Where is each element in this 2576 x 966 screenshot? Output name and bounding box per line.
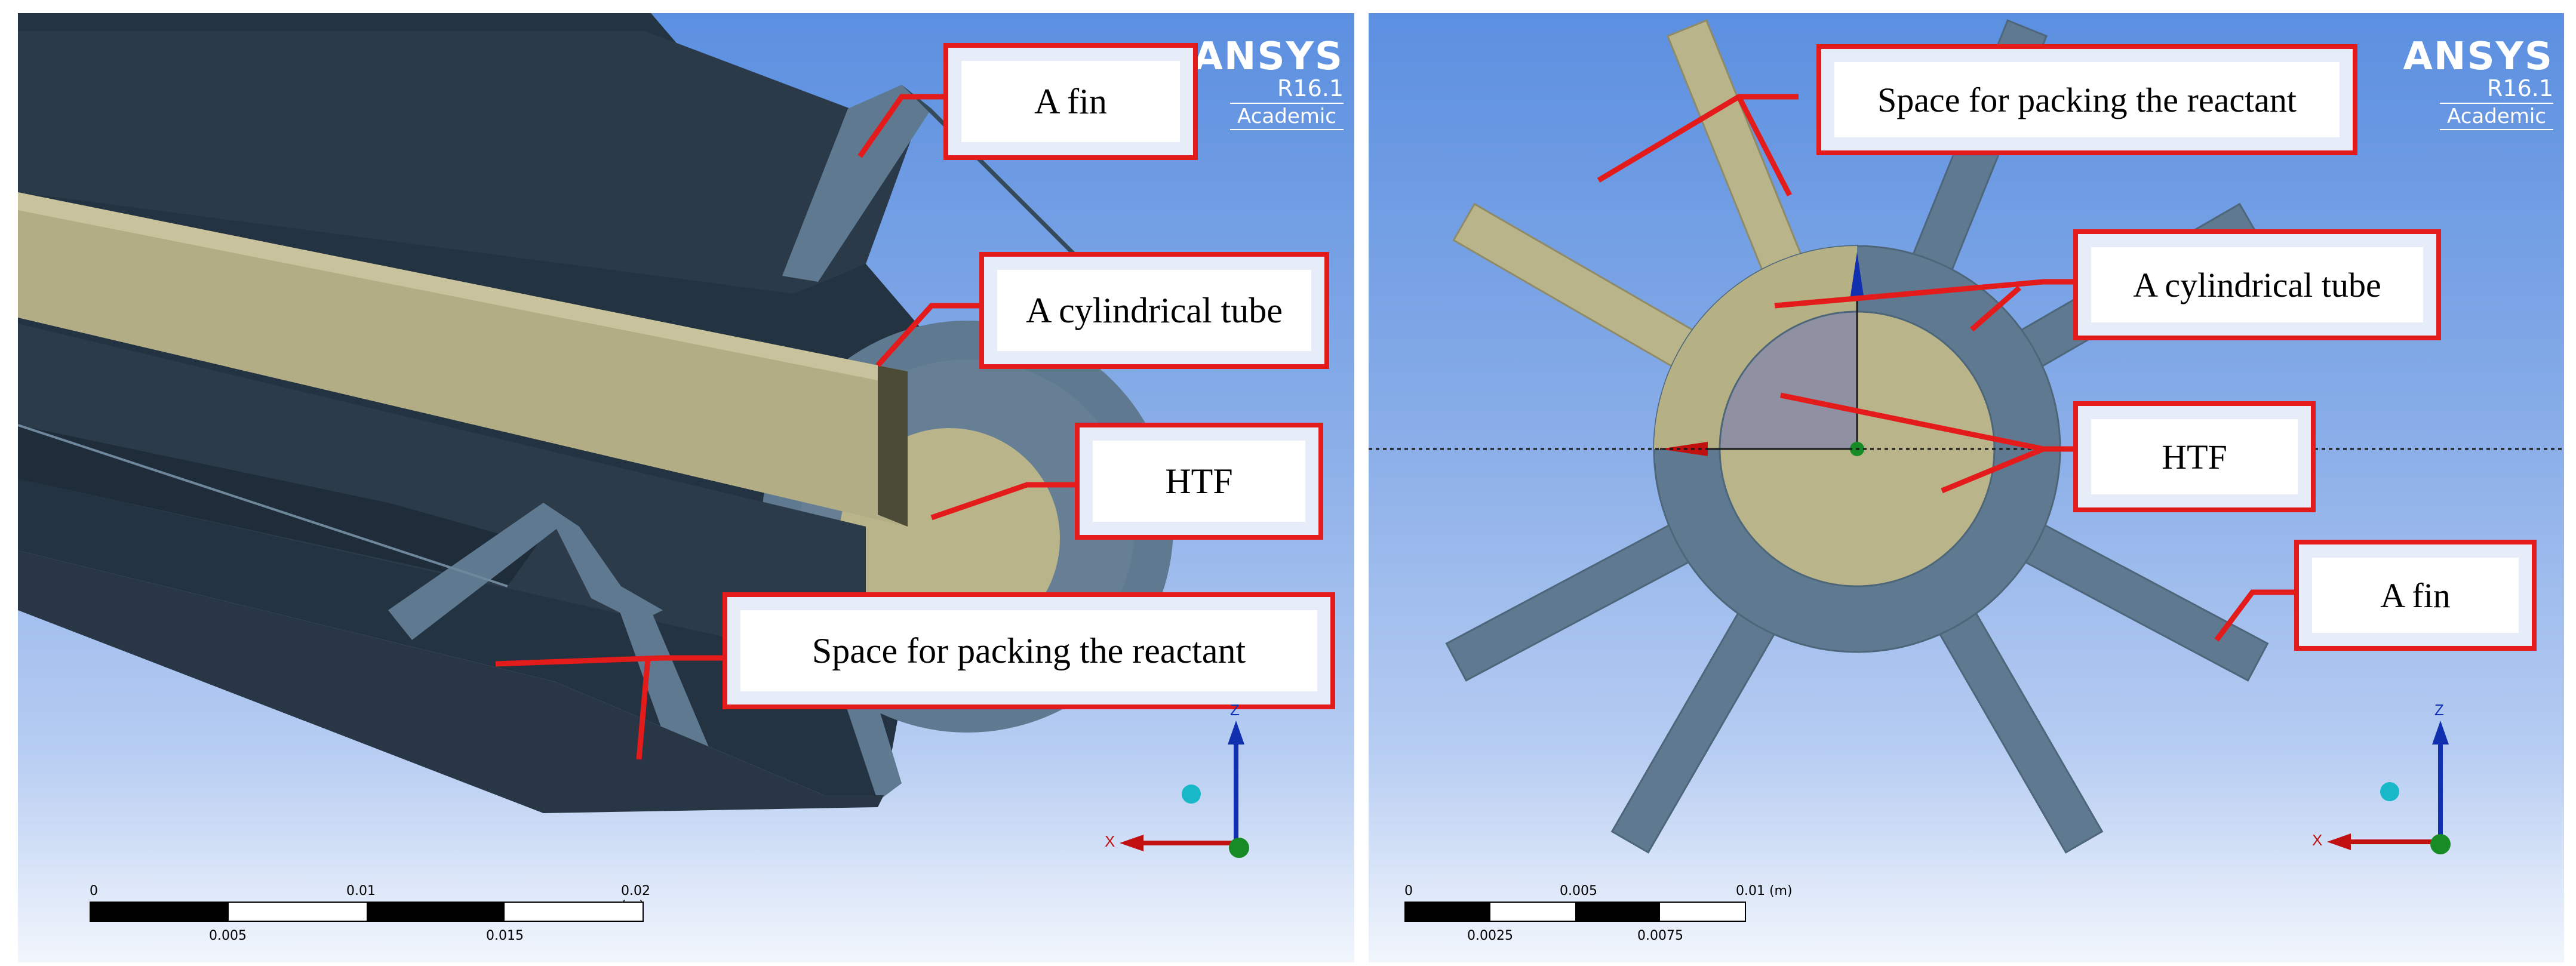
callout-fin-label: A fin xyxy=(2380,575,2451,616)
triad-x-label: X xyxy=(2312,831,2323,849)
z-axis-arrow xyxy=(2432,721,2449,745)
callout-tube-label: A cylindrical tube xyxy=(1026,290,1283,331)
leader-right-fin xyxy=(2214,589,2294,642)
triad-iso-ball xyxy=(1182,785,1201,804)
scale-tick-0: 0 xyxy=(90,884,98,899)
leader-left-htf xyxy=(930,482,1081,521)
leader-left-space-2 xyxy=(636,657,651,760)
callout-fin: A fin xyxy=(943,43,1198,160)
callout-htf-label: HTF xyxy=(2162,436,2227,477)
leader-right-tube-2 xyxy=(1970,285,2021,332)
scale-tick-q3: 0.015 xyxy=(486,928,524,943)
callout-fin: A fin xyxy=(2294,540,2537,651)
ansys-logo: ANSYS R16.1 Academic xyxy=(2403,37,2553,130)
callout-fin-label: A fin xyxy=(1034,81,1107,122)
callout-tube: A cylindrical tube xyxy=(979,252,1329,369)
left-reactant-slab xyxy=(18,192,908,527)
brand-version: R16.1 xyxy=(2486,75,2553,101)
right-3d-viewport[interactable]: ANSYS R16.1 Academic Space for packing t… xyxy=(1369,13,2564,962)
ansys-logo: ANSYS R16.1 Academic xyxy=(1193,37,1344,130)
callout-tube-label: A cylindrical tube xyxy=(2133,264,2381,305)
triad-origin xyxy=(1229,838,1249,858)
left-fin-edge-lower xyxy=(388,503,567,640)
x-axis-arrow xyxy=(2327,833,2351,850)
callout-htf: HTF xyxy=(2073,401,2316,512)
triad-origin xyxy=(2430,834,2451,854)
scale-bar: 0 0.005 0.01 (m) 0.0025 0.0075 xyxy=(1404,884,1822,949)
brand-name: ANSYS xyxy=(1193,35,1344,79)
leader-left-fin xyxy=(857,94,949,158)
left-fin-edge-upper xyxy=(782,85,932,282)
triad-iso-ball xyxy=(2380,782,2399,801)
brand-name: ANSYS xyxy=(2403,35,2553,79)
right-model-render xyxy=(1369,19,2564,854)
brand-edition: Academic xyxy=(1230,103,1344,130)
right-leader-lines xyxy=(1597,94,2294,642)
z-axis-arrow xyxy=(1228,721,1244,745)
callout-htf-label: HTF xyxy=(1165,460,1233,502)
brand-version: R16.1 xyxy=(1277,75,1344,101)
triad-z-label: Z xyxy=(2434,701,2444,719)
callout-space: Space for packing the reactant xyxy=(1816,44,2357,155)
scale-tick-q1: 0.0025 xyxy=(1467,928,1513,943)
right-axis-triad xyxy=(2327,721,2451,854)
leader-left-tube xyxy=(875,303,991,368)
callout-space: Space for packing the reactant xyxy=(723,592,1335,709)
scale-tick-q3: 0.0075 xyxy=(1637,928,1683,943)
scale-tick-mid: 0.01 xyxy=(346,884,376,899)
leader-left-space xyxy=(495,655,728,667)
callout-space-label: Space for packing the reactant xyxy=(1877,79,2297,120)
callout-htf: HTF xyxy=(1075,423,1323,540)
callout-tube: A cylindrical tube xyxy=(2073,229,2441,340)
x-axis-arrow xyxy=(1120,835,1143,851)
scale-tick-end: 0.01 (m) xyxy=(1736,884,1793,899)
leader-right-space-2 xyxy=(1736,95,1793,197)
left-axis-triad xyxy=(1120,721,1249,858)
scale-tick-q1: 0.005 xyxy=(209,928,247,943)
brand-edition: Academic xyxy=(2440,103,2553,130)
triad-z-label: Z xyxy=(1230,701,1240,719)
scale-bar-track xyxy=(1404,902,1746,922)
left-model-render xyxy=(18,13,1249,858)
scale-tick-0: 0 xyxy=(1404,884,1413,899)
leader-right-tube xyxy=(1774,279,2079,309)
triad-x-label: X xyxy=(1105,832,1115,850)
scale-bar: 0 0.01 0.02 (m) 0.005 0.015 xyxy=(90,884,663,949)
left-3d-viewport[interactable]: ANSYS R16.1 Academic A fin A cylindrical… xyxy=(18,13,1354,962)
scale-tick-mid: 0.005 xyxy=(1560,884,1597,899)
leader-right-htf-2 xyxy=(1941,446,2045,494)
callout-space-label: Space for packing the reactant xyxy=(811,630,1246,672)
scale-bar-track xyxy=(90,902,644,922)
left-leader-lines xyxy=(495,94,1081,760)
